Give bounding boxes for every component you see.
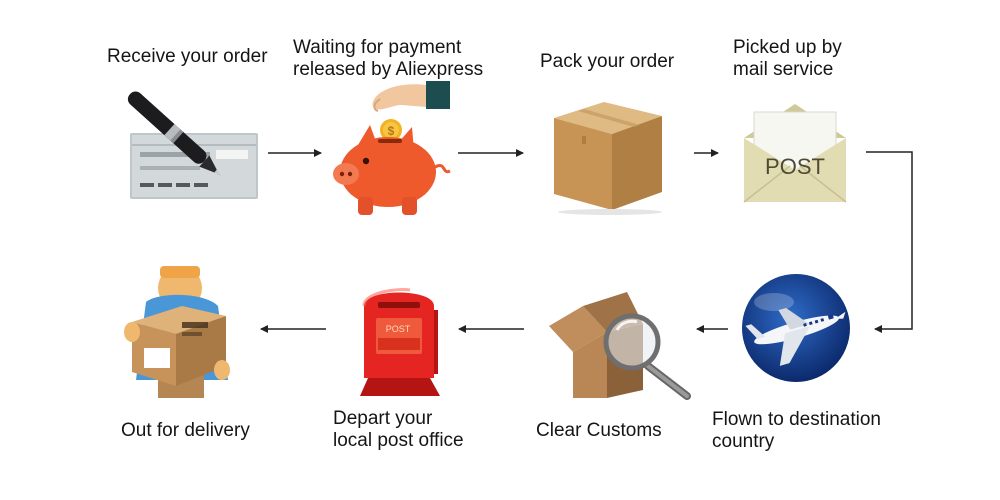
label-line: Depart your (333, 408, 433, 429)
mailbox-post-text: POST (386, 324, 411, 334)
label-line: Out for delivery (121, 420, 250, 441)
check-signing-icon (127, 91, 258, 199)
label-line: Waiting for payment (293, 37, 462, 58)
step-label-delivery: Out for delivery (121, 420, 250, 442)
label-line: Pack your order (540, 51, 675, 72)
mailbox-icon: POST (360, 288, 440, 396)
step-label-receive: Receive your order (107, 46, 268, 68)
cardboard-box-icon (554, 102, 662, 215)
label-line: Picked up by (733, 37, 842, 58)
label-line: Flown to destination (712, 409, 881, 430)
post-envelope-icon: POST (743, 104, 847, 203)
magnifier-box-icon (549, 292, 691, 400)
label-line: Clear Customs (536, 420, 662, 441)
courier-icon (124, 266, 230, 398)
label-line: Receive your order (107, 46, 268, 67)
envelope-post-text: POST (765, 154, 825, 179)
piggy-bank-icon: $ (333, 81, 451, 215)
label-line: mail service (733, 59, 834, 80)
step-label-flown: Flown to destination country (712, 409, 881, 453)
arrow-pickup-to-flown (866, 151, 913, 333)
step-label-pickup: Picked up by mail service (733, 37, 842, 81)
step-label-customs: Clear Customs (536, 420, 662, 442)
label-line: released by Aliexpress (293, 59, 484, 80)
airplane-globe-icon (742, 274, 850, 382)
step-label-payment: Waiting for payment released by Aliexpre… (293, 37, 483, 81)
label-line: local post office (333, 430, 464, 451)
label-line: country (712, 431, 775, 452)
step-label-depart: Depart your local post office (333, 408, 464, 452)
step-label-pack: Pack your order (540, 51, 674, 73)
svg-text:$: $ (388, 124, 395, 138)
